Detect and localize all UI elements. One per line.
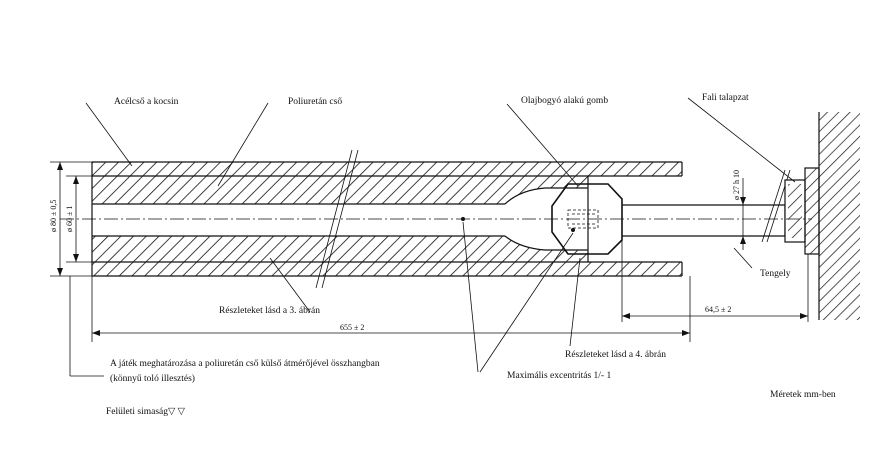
diameter-dimensions [50,161,92,277]
label-wall-base: Fali talapzat [702,93,749,103]
label-units: Méretek mm-ben [770,390,836,400]
label-axle: Tengely [760,269,791,279]
polyurethane-tube [91,162,589,276]
axle [622,204,786,237]
label-details-fig3: Részleteket lásd a 3. ábrán [219,306,320,316]
main-length-dim: 655 ± 2 [340,323,364,332]
axle-diameter-dim: ø 27 h 10 [732,170,741,200]
label-max-eccentricity: Maximális excentritás 1/- 1 [507,371,611,381]
length-dimensions [91,240,809,342]
label-pu-tube: Poliuretán cső [288,97,342,107]
inner-diameter-dim: ø 60 ± 1 [65,206,74,232]
axle-length-dim: 64,5 ± 2 [705,305,731,314]
label-steel-tube: Acélcső a kocsin [114,97,179,107]
label-play-line1: A játék meghatározása a poliuretán cső k… [110,359,380,369]
leader-lines [69,97,796,377]
label-oil-drop-knob: Olajbogyó alakú gomb [521,96,608,106]
surface-finish-symbols: ▽ ▽ [168,407,186,417]
wall-base [784,112,860,320]
axle-diameter-dim-lines [740,178,746,250]
label-play-line2: (könnyű toló illesztés) [110,373,195,384]
label-surface-finish: Felületi simaság [106,407,168,417]
outer-diameter-dim: ø 80 ± 0,5 [49,200,58,232]
label-details-fig4: Részleteket lásd a 4. ábrán [565,350,666,360]
center-mark [461,217,465,221]
center-mark [571,228,575,232]
